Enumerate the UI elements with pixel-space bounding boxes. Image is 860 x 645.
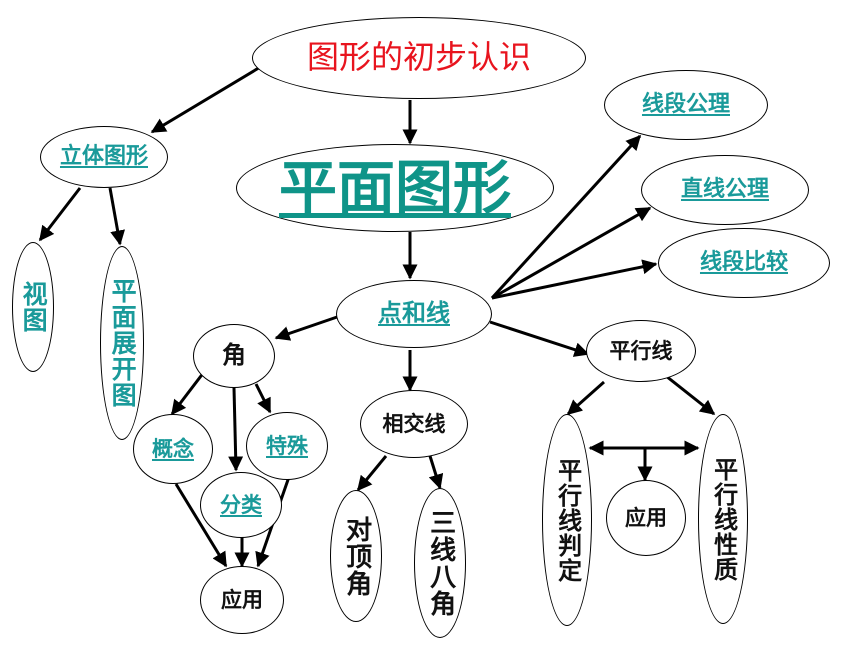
node-angle-apply: 应用 (200, 566, 284, 634)
arrow-angle-concept (170, 371, 206, 416)
arrow-concept-apply (174, 483, 228, 568)
node-intersect-lines-label: 相交线 (382, 411, 446, 436)
node-parallel-apply: 应用 (606, 480, 686, 556)
node-vertical-angle: 对顶角 (330, 490, 382, 622)
arrow-root-solid (150, 64, 263, 134)
node-parallel-property: 平行线性质 (698, 414, 748, 624)
node-segment-axiom-label: 线段公理 (641, 92, 730, 118)
node-special[interactable]: 特殊 (246, 412, 328, 480)
node-parallel-label: 平行线 (609, 338, 673, 363)
node-point-line-label: 点和线 (378, 299, 450, 328)
arrow-pointline-lineaxiom (491, 206, 652, 300)
arrow-angle-special (254, 383, 272, 414)
node-root-label: 图形的初步认识 (306, 38, 531, 77)
node-line-axiom[interactable]: 直线公理 (641, 155, 809, 225)
node-parallel-judge-label: 平行线判定 (553, 457, 582, 583)
node-segment-axiom[interactable]: 线段公理 (604, 70, 768, 140)
arrow-intersect-threelines (428, 455, 444, 490)
arrow-pointline-parallel (489, 320, 590, 357)
arrow-pointline-segaxiom (490, 134, 642, 300)
node-parallel-judge: 平行线判定 (542, 414, 592, 626)
arrow-pointline-angle (274, 314, 341, 341)
node-point-line[interactable]: 点和线 (336, 280, 492, 348)
arrow-pointline-segcompare (491, 259, 658, 300)
node-classify[interactable]: 分类 (200, 472, 282, 538)
node-classify-label: 分类 (220, 492, 262, 517)
node-three-lines-label: 三线八角 (425, 509, 456, 617)
arrow-solid-unfold (108, 187, 126, 246)
node-parallel-apply-label: 应用 (625, 505, 667, 530)
arrow-parallel-judge (566, 380, 605, 416)
arrow-intersect-vertical (356, 455, 388, 492)
node-three-lines: 三线八角 (414, 488, 466, 638)
node-unfold[interactable]: 平面展开图 (100, 246, 144, 440)
arrow-parallel-prop (665, 374, 716, 416)
node-view-label: 视图 (19, 281, 49, 333)
node-special-label: 特殊 (266, 433, 308, 458)
node-angle: 角 (193, 324, 275, 388)
node-solid-figure-label: 立体图形 (59, 144, 148, 170)
node-root: 图形的初步认识 (252, 17, 586, 99)
arrow-solid-view (38, 187, 82, 242)
node-segment-compare-label: 线段比较 (699, 250, 788, 276)
node-parallel: 平行线 (586, 320, 696, 382)
node-plane-figure[interactable]: 平面图形 (236, 144, 554, 232)
node-intersect-lines: 相交线 (360, 390, 468, 458)
node-parallel-property-label: 平行线性质 (709, 456, 738, 582)
node-concept[interactable]: 概念 (133, 414, 213, 484)
arrow-angle-classify (228, 387, 244, 472)
node-line-axiom-label: 直线公理 (680, 177, 769, 203)
node-segment-compare[interactable]: 线段比较 (658, 228, 830, 298)
node-concept-label: 概念 (152, 436, 194, 461)
node-vertical-angle-label: 对顶角 (341, 515, 372, 597)
node-unfold-label: 平面展开图 (108, 278, 138, 408)
node-angle-label: 角 (222, 341, 246, 370)
node-view[interactable]: 视图 (12, 242, 54, 372)
node-angle-apply-label: 应用 (221, 587, 263, 612)
node-solid-figure[interactable]: 立体图形 (40, 126, 168, 188)
node-plane-figure-label: 平面图形 (278, 153, 511, 222)
